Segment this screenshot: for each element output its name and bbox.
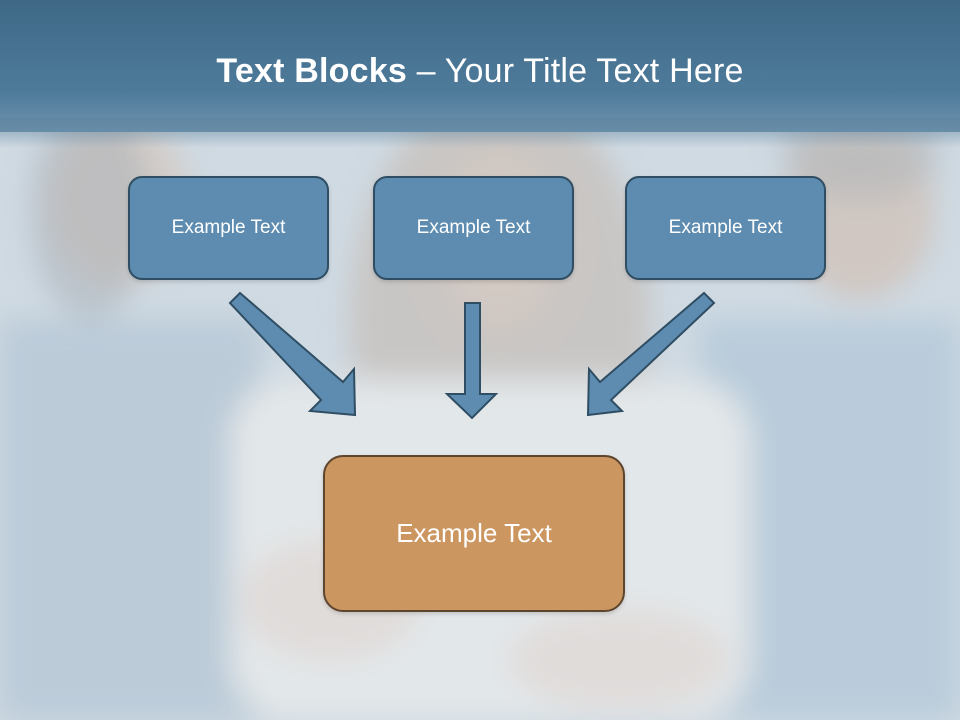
text-block-3-label: Example Text	[668, 217, 783, 238]
result-block[interactable]: Example Text	[323, 455, 625, 612]
text-block-2-label: Example Text	[416, 217, 531, 238]
result-block-label: Example Text	[396, 518, 552, 548]
title-bold-part: Text Blocks	[216, 52, 407, 90]
arrow-right	[586, 291, 716, 417]
title-rest: Your Title Text Here	[444, 52, 744, 90]
title-bar-fade	[0, 118, 960, 148]
text-block-2[interactable]: Example Text	[373, 176, 574, 280]
text-block-1[interactable]: Example Text	[128, 176, 329, 280]
arrow-center	[444, 302, 499, 420]
slide-title: Text Blocks – Your Title Text Here	[0, 52, 960, 91]
title-dash: –	[406, 52, 445, 90]
text-block-3[interactable]: Example Text	[625, 176, 826, 280]
title-bar	[0, 0, 960, 132]
arrow-left	[228, 291, 357, 417]
text-block-1-label: Example Text	[171, 217, 286, 238]
